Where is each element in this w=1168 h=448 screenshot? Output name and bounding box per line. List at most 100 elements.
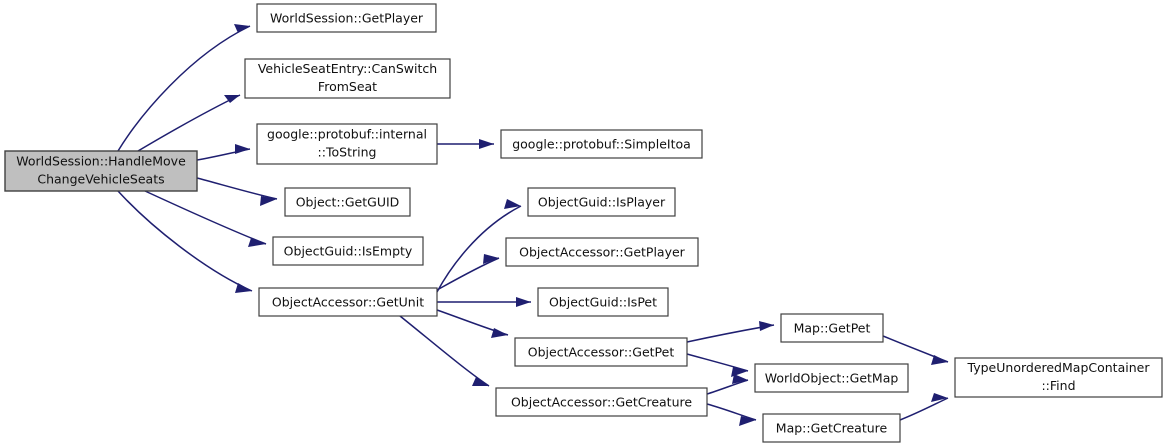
edge-getunit-to-getplayer_oa [436, 254, 500, 291]
graph-node-getunit[interactable]: ObjectAccessor::GetUnit [258, 287, 438, 317]
arrowhead-icon [248, 238, 266, 247]
node-label-line1: VehicleSeatEntry::CanSwitch [258, 61, 437, 76]
edge-getpet_oa-to-getpet_map [686, 321, 775, 343]
node-label: ObjectAccessor::GetPlayer [519, 245, 686, 260]
edge-line [706, 379, 749, 395]
edge-getunit-to-getpet_oa [436, 309, 509, 338]
node-box[interactable] [505, 237, 699, 267]
node-box[interactable] [754, 363, 909, 393]
arrowhead-icon [739, 416, 756, 426]
edge-root-to-getguid [196, 177, 278, 206]
edge-root-to-getplayer_ws [117, 24, 251, 152]
graph-node-root[interactable]: WorldSession::HandleMoveChangeVehicleSea… [4, 150, 198, 192]
node-box[interactable] [527, 187, 676, 217]
nodes-layer: WorldSession::HandleMoveChangeVehicleSea… [4, 3, 1163, 443]
graph-node-getcreature_map[interactable]: Map::GetCreature [762, 413, 901, 443]
edge-getunit-to-isplayer [436, 199, 522, 293]
node-box[interactable] [284, 187, 411, 217]
edge-line [436, 257, 500, 291]
node-label: Map::GetCreature [776, 421, 888, 436]
node-label: WorldSession::GetPlayer [270, 11, 424, 26]
arrowhead-icon [731, 367, 748, 377]
graph-node-getguid[interactable]: Object::GetGUID [284, 187, 411, 217]
arrowhead-icon [483, 254, 499, 264]
graph-node-getmap[interactable]: WorldObject::GetMap [754, 363, 909, 393]
graph-node-simpleitoa[interactable]: google::protobuf::SimpleItoa [500, 129, 703, 159]
edge-getpet_oa-to-getmap [686, 353, 749, 377]
node-label: ObjectGuid::IsEmpty [284, 244, 413, 259]
arrowhead-icon [235, 283, 252, 293]
node-label: ObjectGuid::IsPlayer [538, 195, 666, 210]
arrowhead-icon [479, 139, 494, 149]
node-label: ObjectAccessor::GetPet [528, 345, 675, 360]
graph-node-getplayer_oa[interactable]: ObjectAccessor::GetPlayer [505, 237, 699, 267]
edge-line [144, 190, 267, 245]
graph-node-tostring[interactable]: google::protobuf::internal::ToString [256, 123, 438, 165]
graph-node-isempty[interactable]: ObjectGuid::IsEmpty [272, 236, 424, 266]
node-box[interactable] [244, 58, 451, 99]
graph-node-ispet[interactable]: ObjectGuid::IsPet [537, 287, 669, 317]
graph-node-isplayer[interactable]: ObjectGuid::IsPlayer [527, 187, 676, 217]
edge-line [899, 397, 949, 421]
arrowhead-icon [235, 144, 250, 154]
edge-getcreature_oa-to-getcreature_map [706, 403, 757, 426]
edge-getunit-to-ispet [437, 297, 531, 307]
node-box[interactable] [954, 357, 1163, 398]
arrowhead-icon [472, 377, 489, 386]
edge-root-to-getunit [117, 190, 253, 293]
node-label: ObjectAccessor::GetCreature [511, 395, 692, 410]
edge-getcreature_map-to-find [899, 393, 949, 421]
node-box[interactable] [256, 123, 438, 165]
edge-line [436, 205, 522, 293]
edge-root-to-tostring [196, 144, 251, 161]
node-box[interactable] [495, 387, 708, 417]
node-box[interactable] [514, 337, 688, 367]
edge-getunit-to-getcreature_oa [399, 315, 490, 387]
node-box[interactable] [258, 287, 438, 317]
node-box[interactable] [256, 3, 437, 33]
graph-node-getpet_map[interactable]: Map::GetPet [780, 313, 884, 343]
node-label: WorldObject::GetMap [765, 371, 899, 386]
node-label-line2: ::ToString [318, 145, 377, 160]
node-label-line2: FromSeat [318, 79, 377, 94]
edge-line [399, 315, 490, 387]
node-label: Object::GetGUID [296, 195, 400, 210]
node-box[interactable] [780, 313, 884, 343]
graph-node-find[interactable]: TypeUnorderedMapContainer::Find [954, 357, 1163, 398]
graph-node-getpet_oa[interactable]: ObjectAccessor::GetPet [514, 337, 688, 367]
arrowhead-icon [504, 199, 521, 209]
edge-line [706, 403, 757, 421]
arrowhead-icon [491, 328, 508, 338]
edge-getcreature_oa-to-getmap [706, 374, 749, 395]
arrowhead-icon [931, 355, 948, 365]
arrowhead-icon [931, 393, 948, 402]
node-label-line2: ChangeVehicleSeats [37, 172, 164, 187]
node-label-line2: ::Find [1041, 378, 1075, 393]
graph-node-getplayer_ws[interactable]: WorldSession::GetPlayer [256, 3, 437, 33]
edge-line [686, 353, 749, 372]
graph-node-getcreature_oa[interactable]: ObjectAccessor::GetCreature [495, 387, 708, 417]
node-box[interactable] [4, 150, 198, 192]
node-box[interactable] [500, 129, 703, 159]
node-box[interactable] [272, 236, 424, 266]
arrowhead-icon [234, 24, 250, 33]
node-label-line1: TypeUnorderedMapContainer [967, 360, 1151, 375]
node-box[interactable] [537, 287, 669, 317]
arrowhead-icon [516, 297, 531, 307]
edge-line [117, 190, 253, 292]
node-label-line1: google::protobuf::internal [267, 127, 427, 142]
arrowhead-icon [759, 321, 774, 331]
edge-root-to-canswitchfromseat [137, 94, 241, 152]
node-label: ObjectAccessor::GetUnit [272, 295, 424, 310]
node-label: Map::GetPet [794, 321, 871, 336]
node-box[interactable] [762, 413, 901, 443]
edge-line [117, 25, 251, 152]
edge-line [196, 177, 278, 200]
edge-tostring-to-simpleitoa [437, 139, 494, 149]
node-label-line1: WorldSession::HandleMove [16, 154, 186, 169]
arrowhead-icon [732, 374, 748, 384]
edges-layer [117, 24, 949, 426]
